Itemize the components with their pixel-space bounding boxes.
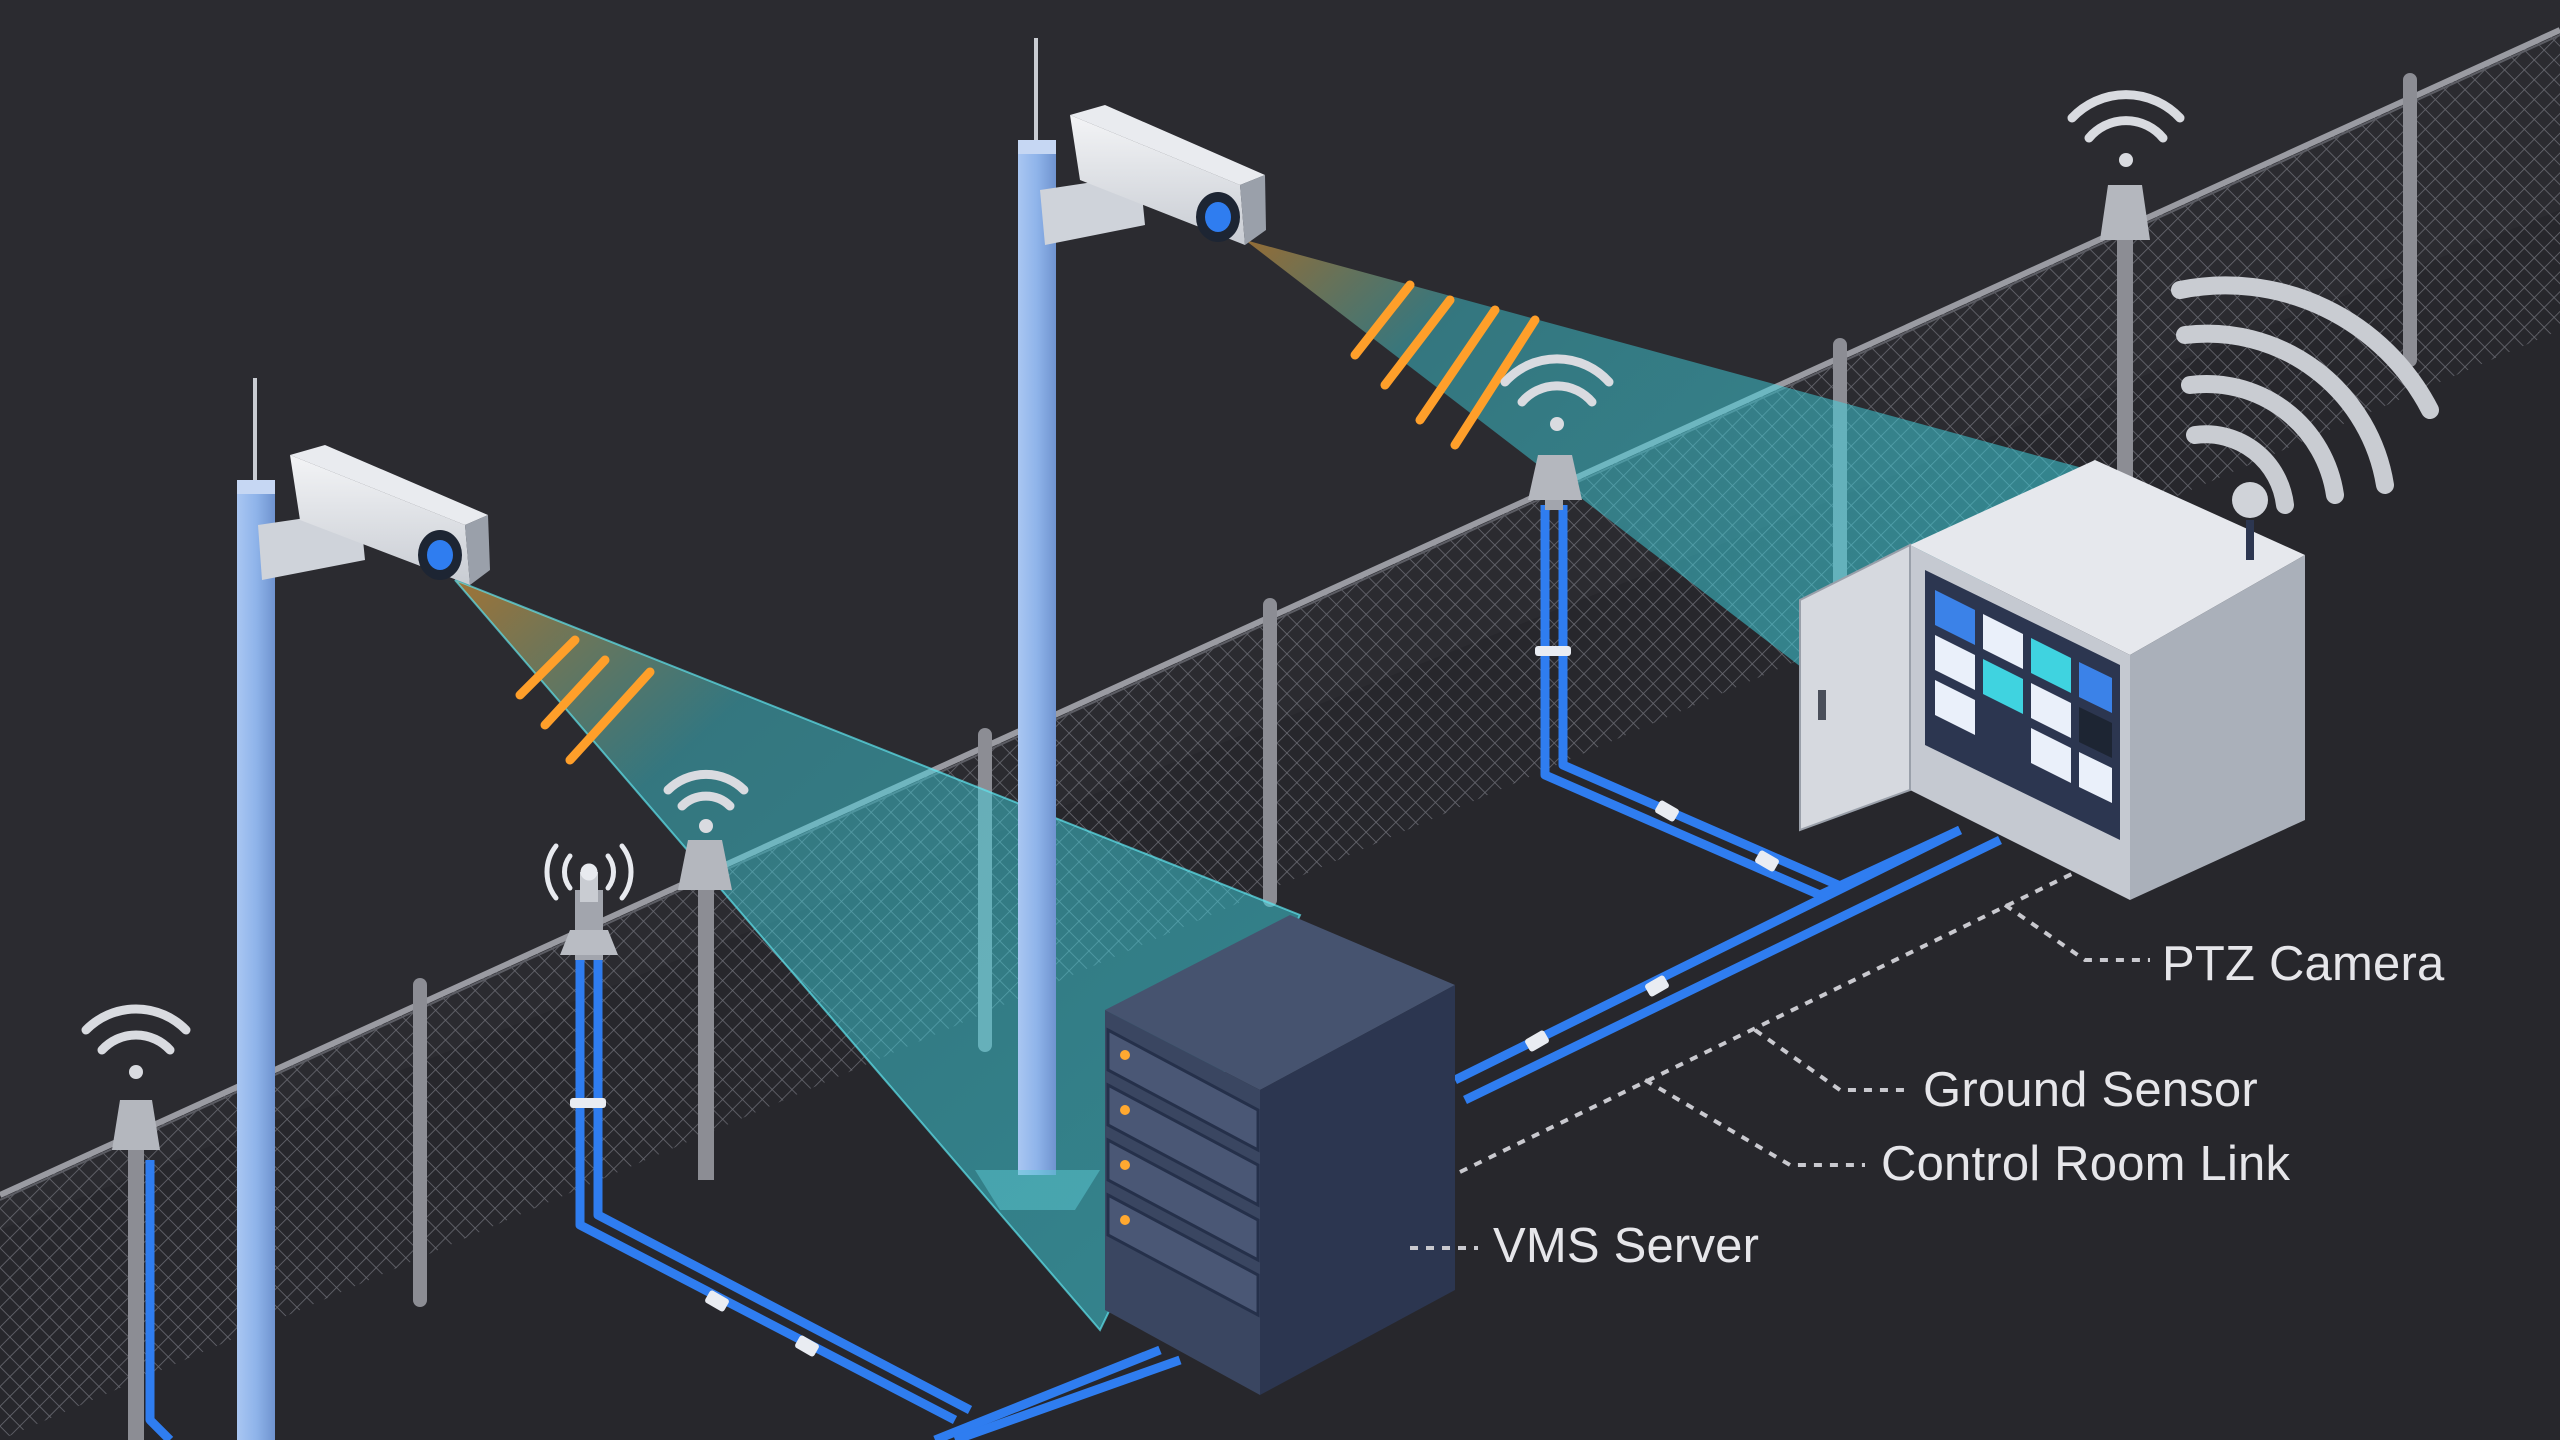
ground-sensor-2 — [663, 769, 749, 1180]
ground-sensor-1 — [544, 843, 634, 960]
wifi-signal-icon — [663, 769, 749, 833]
ground-sensor-4 — [1500, 354, 1614, 510]
control-room-monitors — [1925, 570, 2120, 840]
ground-sensor-5 — [2067, 90, 2185, 490]
control-room-link-label: Control Room Link — [1881, 1137, 2291, 1191]
ground-sensor-label: Ground Sensor — [1923, 1063, 2258, 1117]
control-cabinet-icon — [1799, 276, 2439, 900]
ground-sensor-3 — [81, 1004, 191, 1440]
cctv-camera-icon — [1040, 105, 1266, 245]
ptz-camera-label: PTZ Camera — [2162, 937, 2445, 991]
wifi-signal-icon — [81, 1004, 191, 1079]
wifi-signal-icon — [2171, 276, 2439, 514]
warning-stripes-2 — [1350, 280, 1540, 450]
cctv-camera-icon — [258, 445, 490, 585]
wifi-signal-icon — [2067, 90, 2185, 167]
server-rack-icon — [1105, 915, 1455, 1395]
callout-leader-lines — [1410, 868, 2150, 1250]
cable-clips — [570, 646, 1779, 1357]
server-units — [1106, 1027, 1260, 1318]
camera-pole-1 — [237, 378, 275, 1440]
camera-pole-2 — [975, 38, 1100, 1210]
radio-broadcast-icon — [544, 843, 634, 901]
wifi-signal-icon — [1500, 354, 1614, 431]
vms-server-label: VMS Server — [1493, 1219, 1760, 1273]
warning-stripes — [515, 635, 655, 765]
server-status-lights — [1120, 1050, 1130, 1225]
